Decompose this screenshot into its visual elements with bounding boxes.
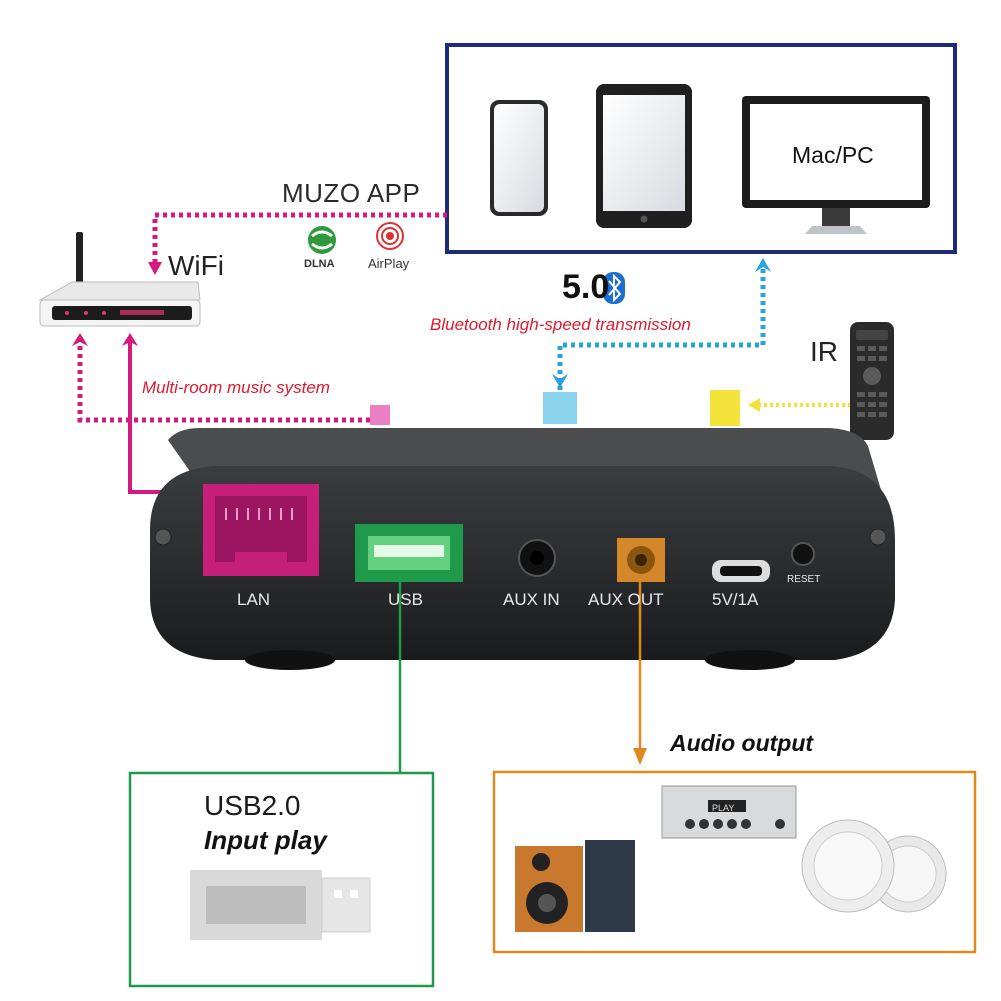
power-label: 5V/1A (712, 590, 759, 609)
ir-label: IR (810, 336, 838, 367)
airplay-label: AirPlay (368, 256, 410, 271)
ceiling-speaker-icon (801, 819, 947, 913)
aux-in-label: AUX IN (503, 590, 560, 609)
phone-icon (490, 100, 548, 216)
amplifier-icon (661, 785, 797, 839)
usb-stick-icon (190, 870, 371, 940)
aux-out-jack (617, 538, 665, 582)
multiroom-link (77, 340, 370, 423)
usb-port-label: USB (388, 590, 423, 609)
wifi-app-link (152, 212, 447, 265)
lan-port-label: LAN (237, 590, 271, 609)
reset-button-icon (791, 542, 815, 566)
audio-output-title: Audio output (670, 730, 814, 756)
wifi-label: WiFi (168, 250, 224, 281)
bluetooth-caption: Bluetooth high-speed transmission (430, 315, 691, 334)
monitor-icon (742, 96, 930, 234)
ir-marker (710, 390, 740, 426)
bluetooth-icon (603, 272, 625, 304)
remote-icon (850, 322, 894, 440)
tablet-icon (596, 84, 692, 228)
dlna-logo-icon (308, 226, 336, 254)
multiroom-caption: Multi-room music system (142, 378, 330, 397)
multiroom-marker (370, 405, 390, 425)
airplay-logo-icon (376, 222, 404, 250)
muzo-app-label: MUZO APP (282, 178, 421, 208)
speaker-icon (515, 840, 635, 932)
lan-port (203, 484, 319, 576)
bluetooth-link (557, 265, 766, 390)
amplifier-display: PLAY (712, 803, 735, 813)
usb-box-title: USB2.0 (204, 790, 301, 821)
usb-box-subtitle: Input play (204, 825, 327, 855)
aux-out-label: AUX OUT (588, 590, 664, 609)
mac-pc-label: Mac/PC (792, 142, 874, 168)
dlna-label: DLNA (304, 258, 335, 270)
reset-label: RESET (787, 574, 821, 585)
bluetooth-version: 5.0 (562, 268, 610, 306)
usb-port (355, 524, 463, 582)
aux-in-jack (518, 539, 556, 577)
bluetooth-marker (543, 392, 577, 424)
power-port (712, 560, 770, 582)
router-icon (38, 232, 201, 327)
